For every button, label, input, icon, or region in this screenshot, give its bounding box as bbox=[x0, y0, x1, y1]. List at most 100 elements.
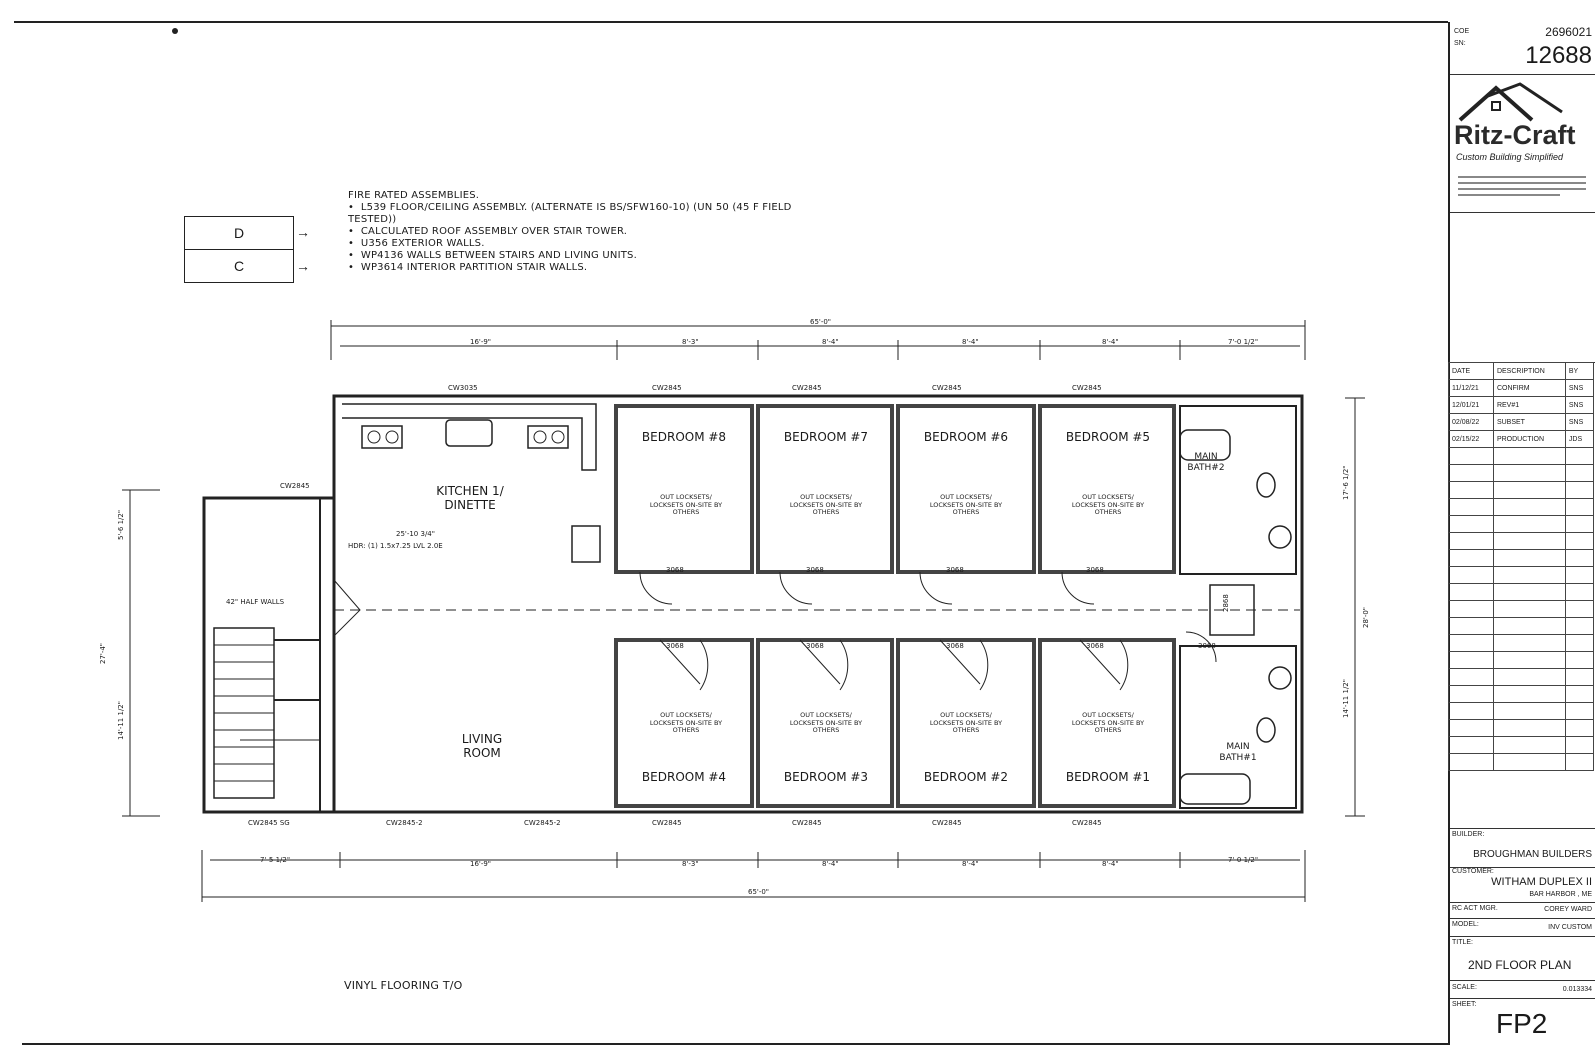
revision-row-empty bbox=[1448, 447, 1595, 465]
overall-dim-top: 65'-0" bbox=[810, 318, 832, 326]
rev-date: 11/12/21 bbox=[1448, 379, 1494, 397]
rcact-value: COREY WARD bbox=[1544, 906, 1592, 913]
vinyl-flooring-note: VINYL FLOORING T/O bbox=[344, 979, 463, 992]
revision-row-empty bbox=[1448, 702, 1595, 720]
window-label: CW2845 bbox=[932, 384, 962, 392]
rev-by: SNS bbox=[1564, 413, 1595, 431]
lockset-note: OUT LOCKSETS/ LOCKSETS ON-SITE BY OTHERS bbox=[649, 711, 723, 734]
sheet-number: FP2 bbox=[1496, 1008, 1548, 1039]
lockset-note: OUT LOCKSETS/ LOCKSETS ON-SITE BY OTHERS bbox=[929, 493, 1003, 516]
window-label: CW2845 bbox=[1072, 819, 1102, 827]
top-dim: 7'-0 1/2" bbox=[1228, 338, 1259, 346]
revision-row-empty bbox=[1448, 651, 1595, 669]
customer-label: CUSTOMER: bbox=[1452, 868, 1494, 875]
lockset-note: OUT LOCKSETS/ LOCKSETS ON-SITE BY OTHERS bbox=[1071, 493, 1145, 516]
half-walls-note: 42" HALF WALLS bbox=[226, 598, 285, 606]
window-label: CW2845 bbox=[1072, 384, 1102, 392]
top-dim: 8'-4" bbox=[1102, 338, 1119, 346]
window-label: CW2845 SG bbox=[248, 819, 290, 827]
bath-2-label: MAIN BATH#2 bbox=[1187, 452, 1225, 473]
door-label: 3068 bbox=[1086, 566, 1104, 574]
title-block: COE 2696021 SN: 12688 Ritz-Craft Custom … bbox=[1448, 22, 1595, 1045]
window-label: CW2845 bbox=[652, 384, 682, 392]
floor-plan bbox=[122, 320, 1365, 902]
bedroom-4-label: BEDROOM #4 bbox=[641, 770, 727, 784]
bottom-dim: 8'-3" bbox=[682, 860, 699, 868]
tb-scale-row: SCALE: 0.013334 bbox=[1450, 980, 1595, 999]
fire-legend-item: • WP3614 INTERIOR PARTITION STAIR WALLS. bbox=[348, 262, 588, 273]
builder-label: BUILDER: bbox=[1452, 831, 1485, 838]
side-dim-right: 14'-11 1/2" bbox=[1342, 679, 1350, 718]
lockset-note: OUT LOCKSETS/ LOCKSETS ON-SITE BY OTHERS bbox=[929, 711, 1003, 734]
punch-dot bbox=[172, 28, 178, 34]
bedroom-7-label: BEDROOM #7 bbox=[783, 430, 869, 444]
revision-row-empty bbox=[1448, 719, 1595, 737]
stair-window-label: CW2845 bbox=[280, 482, 310, 490]
fire-legend-text: U356 EXTERIOR WALLS. bbox=[360, 238, 485, 249]
kitchen-label: KITCHEN 1/ DINETTE bbox=[436, 484, 504, 512]
lockset-note: OUT LOCKSETS/ LOCKSETS ON-SITE BY OTHERS bbox=[789, 711, 863, 734]
revision-row-empty bbox=[1448, 515, 1595, 533]
door-label: 3068 bbox=[1086, 642, 1104, 650]
window-label: CW3035 bbox=[448, 384, 478, 392]
fire-legend-item: • CALCULATED ROOF ASSEMBLY OVER STAIR TO… bbox=[348, 226, 628, 237]
living-room-label: LIVING ROOM bbox=[461, 732, 503, 760]
fire-legend-item: • U356 EXTERIOR WALLS. bbox=[348, 238, 485, 249]
door-label: 3068 bbox=[1198, 642, 1216, 650]
door-label: 3068 bbox=[806, 642, 824, 650]
rev-description: SUBSET bbox=[1492, 413, 1566, 431]
bottom-dim: 7'-5 1/2" bbox=[260, 856, 291, 864]
window-label: CW2845 bbox=[792, 819, 822, 827]
revision-row-empty bbox=[1448, 532, 1595, 550]
door-label: 3068 bbox=[806, 566, 824, 574]
rev-description: REV#1 bbox=[1492, 396, 1566, 414]
scale-value: 0.013334 bbox=[1562, 986, 1592, 993]
window-label: CW2845-2 bbox=[524, 819, 561, 827]
bottom-dim: 7'-0 1/2" bbox=[1228, 856, 1259, 864]
fire-legend-item: • L539 FLOOR/CEILING ASSEMBLY. (ALTERNAT… bbox=[348, 202, 792, 225]
brand-name: Ritz-Craft bbox=[1454, 120, 1576, 150]
top-dim: 8'-3" bbox=[682, 338, 699, 346]
bedroom-3-label: BEDROOM #3 bbox=[783, 770, 869, 784]
rev-header-date: DATE bbox=[1448, 362, 1494, 380]
rev-header-by: BY bbox=[1564, 362, 1595, 380]
tb-rcact-row: RC ACT MGR. COREY WARD bbox=[1450, 902, 1595, 919]
door-label: 3068 bbox=[946, 642, 964, 650]
side-dim-left: 14'-11 1/2" bbox=[117, 701, 125, 740]
drawing-title: 2ND FLOOR PLAN bbox=[1468, 958, 1572, 972]
location-value: BAR HARBOR , ME bbox=[1529, 891, 1592, 898]
revision-row-empty bbox=[1448, 566, 1595, 584]
rcact-label: RC ACT MGR. bbox=[1452, 905, 1498, 912]
kitchen-span-dim: 25'-10 3/4" bbox=[396, 530, 435, 538]
legend-box-c: C bbox=[184, 249, 294, 283]
scale-label: SCALE: bbox=[1452, 984, 1477, 991]
coe-label: COE bbox=[1454, 28, 1470, 35]
window-label: CW2845 bbox=[792, 384, 822, 392]
revision-row-empty bbox=[1448, 549, 1595, 567]
tb-sheet-row: SHEET: FP2 bbox=[1450, 998, 1595, 1044]
bedroom-6-label: BEDROOM #6 bbox=[923, 430, 1009, 444]
overall-dim-bottom: 65'-0" bbox=[748, 888, 770, 896]
window-label: CW2845 bbox=[932, 819, 962, 827]
sn-value: 12688 bbox=[1525, 42, 1592, 69]
top-dim: 8'-4" bbox=[822, 338, 839, 346]
rev-description: CONFIRM bbox=[1492, 379, 1566, 397]
bedroom-5-label: BEDROOM #5 bbox=[1065, 430, 1151, 444]
revision-row-empty bbox=[1448, 753, 1595, 771]
bedroom-2-label: BEDROOM #2 bbox=[923, 770, 1009, 784]
side-dim-left: 27'-4" bbox=[99, 642, 107, 664]
arrow-c-icon: → bbox=[296, 258, 310, 274]
fire-legend-text: CALCULATED ROOF ASSEMBLY OVER STAIR TOWE… bbox=[360, 226, 628, 237]
header-note: HDR: (1) 1.5x7.25 LVL 2.0E bbox=[348, 542, 443, 550]
revision-row-empty bbox=[1448, 685, 1595, 703]
rev-by: JDS bbox=[1564, 430, 1595, 448]
sheet-border-bottom bbox=[22, 1043, 1448, 1045]
door-label: 3068 bbox=[666, 642, 684, 650]
lockset-note: OUT LOCKSETS/ LOCKSETS ON-SITE BY OTHERS bbox=[649, 493, 723, 516]
fine-print bbox=[1458, 172, 1586, 200]
lockset-note: OUT LOCKSETS/ LOCKSETS ON-SITE BY OTHERS bbox=[789, 493, 863, 516]
title-label: TITLE: bbox=[1452, 939, 1474, 946]
